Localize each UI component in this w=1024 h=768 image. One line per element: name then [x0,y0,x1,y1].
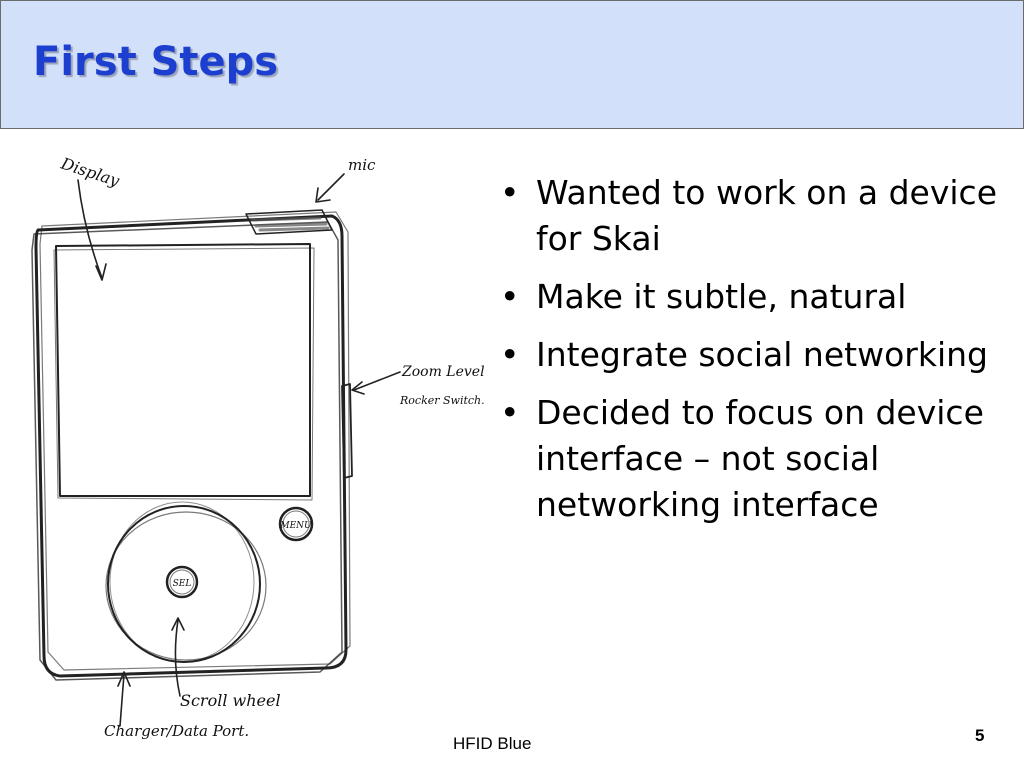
bullet-marker: • [500,393,520,432]
bullet-list: • Wanted to work on a device for Skai • … [500,170,1000,540]
mic-label: mic [348,156,376,174]
menu-button-label: MENU [279,521,312,531]
footer-label: HFID Blue [453,734,532,753]
display-screen-outline-2 [53,247,315,501]
bullet-marker: • [500,173,520,212]
slide-title: First Steps [33,39,279,85]
rocker-switch-label: Rocker Switch. [399,394,485,407]
scroll-wheel-label: Scroll wheel [180,691,281,710]
charger-arrow [119,673,125,727]
bullet-marker: • [500,277,520,316]
bullet-item: • Decided to focus on device interface –… [500,390,1000,528]
display-arrow [77,179,103,279]
zoom-level-label: Zoom Level [401,364,485,380]
device-sketch: Display mic Zoom Level Rocker Switch. ME… [20,140,500,750]
mic-arrow [317,173,345,201]
display-screen-outline [55,243,311,497]
rocker-switch [341,383,353,479]
bullet-text: Integrate social networking [536,335,988,374]
device-body-outline [34,214,348,678]
bullet-text: Make it subtle, natural [536,277,907,316]
bullet-item: • Wanted to work on a device for Skai [500,170,1000,262]
bullet-item: • Integrate social networking [500,332,1000,378]
bullet-text: Decided to focus on device interface – n… [536,393,984,524]
bullet-text: Wanted to work on a device for Skai [536,173,998,258]
mic-grille [245,209,333,235]
display-label: Display [58,153,123,190]
menu-button-sketch [278,506,314,542]
select-button-sketch [165,565,199,599]
select-button-label: SEL [173,579,192,589]
title-bar: First Steps [0,0,1024,129]
zoom-arrow [353,371,401,391]
scroll-wheel-arrow [174,619,181,697]
device-body-outline-2 [31,221,343,681]
device-body-outline-3 [39,211,351,671]
bullet-item: • Make it subtle, natural [500,274,1000,320]
page-number: 5 [975,726,985,745]
charger-port-label: Charger/Data Port. [104,722,249,740]
bullet-marker: • [500,335,520,374]
